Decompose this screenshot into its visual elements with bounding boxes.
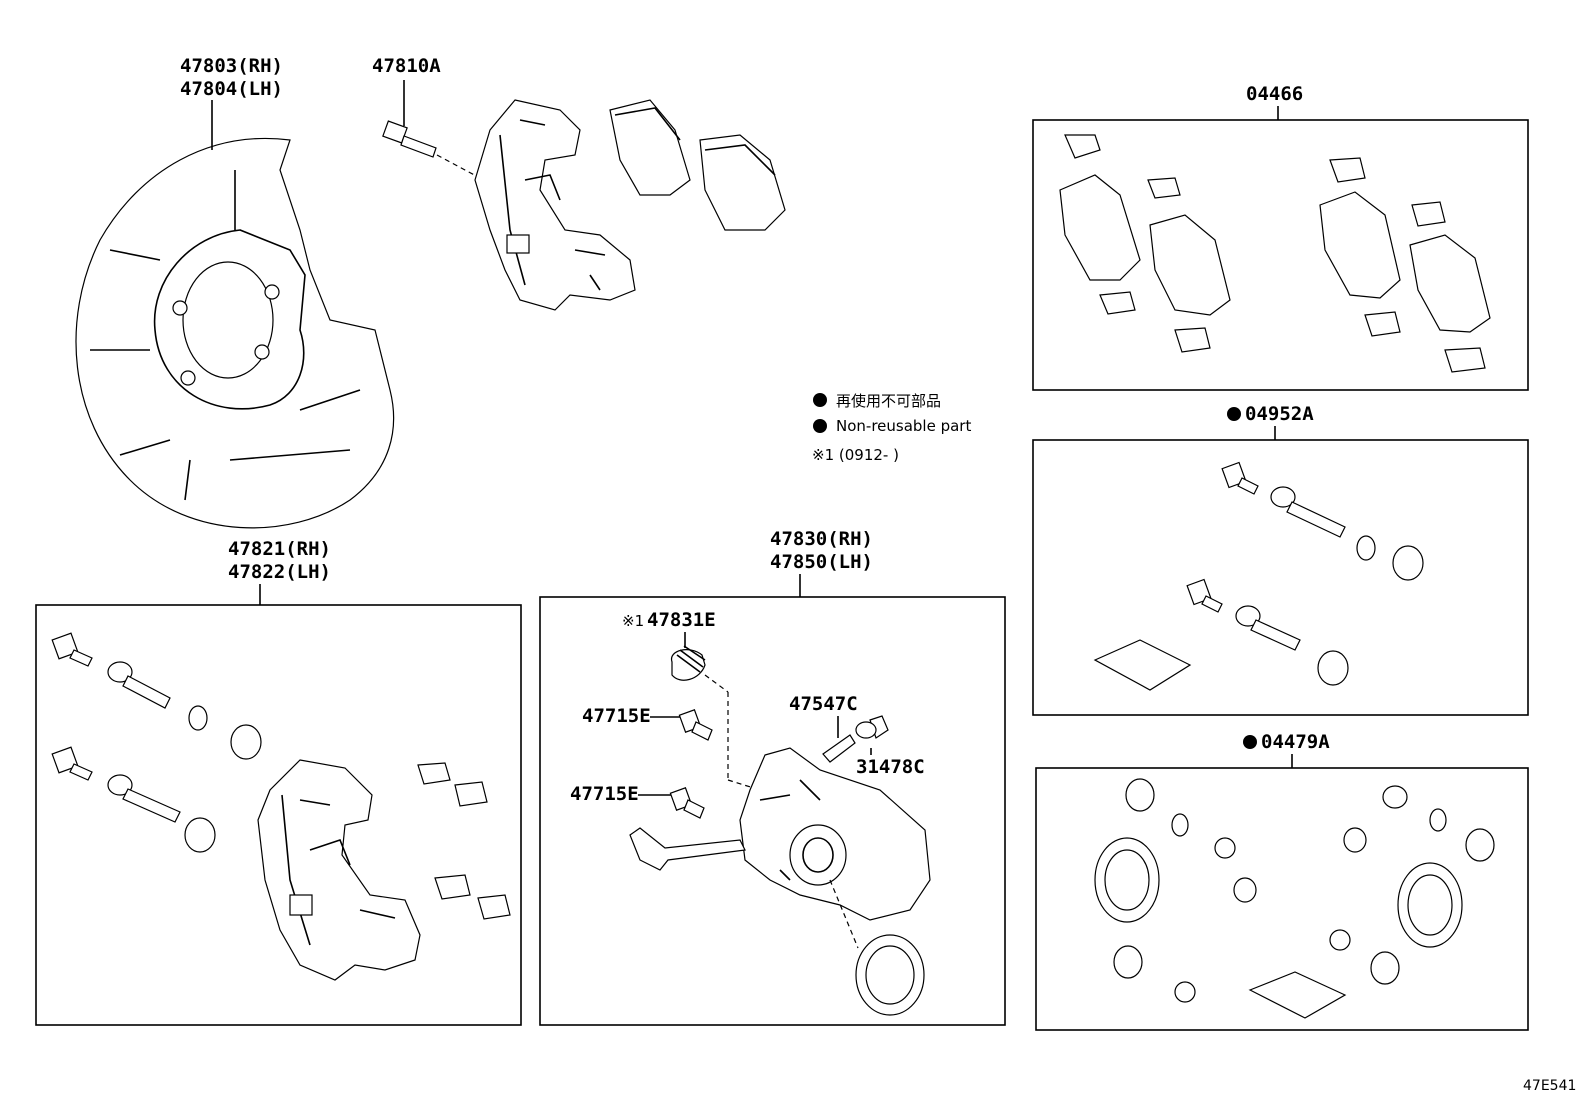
seal-kit-box bbox=[1035, 767, 1529, 1031]
mounting-bracket-box bbox=[35, 604, 522, 1026]
label-backing-plate-lh: 47804(LH) bbox=[180, 78, 283, 100]
label-spring: 47831E bbox=[647, 609, 716, 631]
brake-pads-upper-illustration bbox=[609, 99, 786, 231]
diagram-id: 47E541 bbox=[1523, 1078, 1576, 1094]
non-reusable-dot-seal-kit bbox=[1243, 735, 1257, 749]
label-pin-bolt-b: 47715E bbox=[570, 783, 639, 805]
non-reusable-dot-slide-kit bbox=[1227, 407, 1241, 421]
label-spring-mark: ※1 bbox=[622, 612, 644, 630]
label-backing-plate-rh: 47803(RH) bbox=[180, 55, 283, 77]
bolt-illustration bbox=[382, 120, 481, 179]
label-caliper-lh: 47850(LH) bbox=[770, 551, 873, 573]
label-seal-kit: 04479A bbox=[1261, 731, 1330, 753]
backing-plate-illustration bbox=[75, 100, 395, 529]
pad-kit-illustration bbox=[1059, 134, 1491, 373]
legend-dot-jp bbox=[813, 393, 827, 407]
label-bolt: 47810A bbox=[372, 55, 441, 77]
label-caliper-rh: 47830(RH) bbox=[770, 528, 873, 550]
legend-note: ※1 (0912- ) bbox=[812, 446, 899, 464]
legend-dot-en bbox=[813, 419, 827, 433]
slide-kit-illustration bbox=[1093, 461, 1424, 691]
mounting-bracket-upper-illustration bbox=[474, 99, 636, 311]
label-slide-kit: 04952A bbox=[1245, 403, 1314, 425]
pad-kit-box bbox=[1032, 119, 1529, 391]
mounting-bracket-lower-illustration bbox=[51, 632, 511, 981]
caliper-illustration bbox=[629, 645, 931, 1016]
label-bleeder: 47547C bbox=[789, 693, 858, 715]
legend: 再使用不可部品 Non-reusable part ※1 (0912- ) bbox=[812, 392, 971, 464]
label-mounting-rh: 47821(RH) bbox=[228, 538, 331, 560]
legend-text-jp: 再使用不可部品 bbox=[836, 392, 941, 410]
legend-text-en: Non-reusable part bbox=[836, 417, 971, 435]
caliper-box bbox=[539, 596, 1006, 1026]
label-pin-bolt-a: 47715E bbox=[582, 705, 651, 727]
label-mounting-lh: 47822(LH) bbox=[228, 561, 331, 583]
slide-kit-box bbox=[1032, 439, 1529, 716]
label-cap: 31478C bbox=[856, 756, 925, 778]
seal-kit-illustration bbox=[1094, 778, 1495, 1019]
label-pad-kit: 04466 bbox=[1246, 83, 1303, 105]
